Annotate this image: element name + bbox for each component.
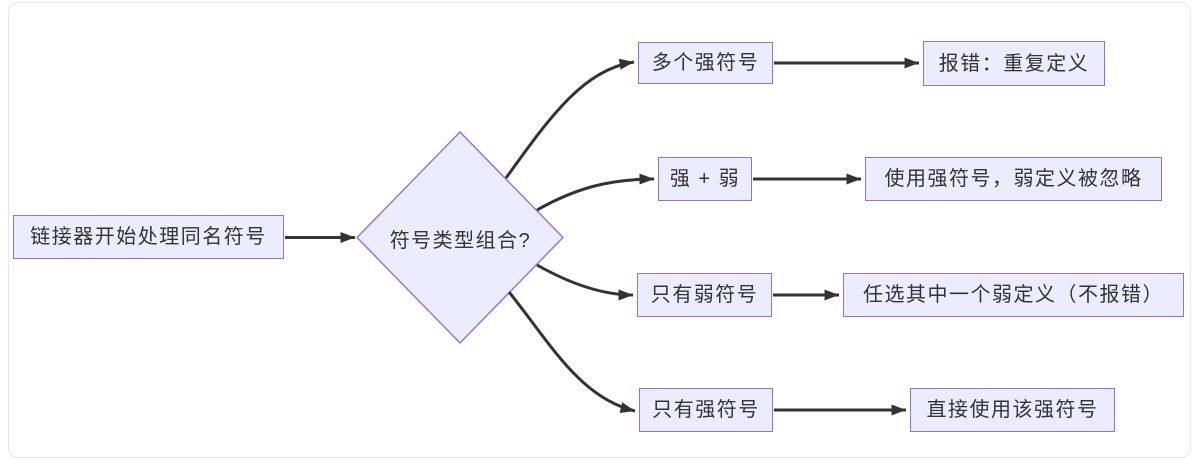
node-result-direct-use: 直接使用该强符号 <box>910 388 1115 432</box>
node-result-use-strong-label: 使用强符号，弱定义被忽略 <box>884 168 1143 190</box>
decision-diamond-shape <box>356 130 564 345</box>
node-case-multi-strong: 多个强符号 <box>638 42 773 84</box>
edge-decision-to-case-multi-strong <box>504 58 635 179</box>
node-result-use-strong: 使用强符号，弱定义被忽略 <box>865 157 1162 201</box>
node-start-label: 链接器开始处理同名符号 <box>30 226 267 248</box>
node-case-multi-strong-label: 多个强符号 <box>651 52 760 74</box>
node-decision: 符号类型组合? <box>358 231 563 251</box>
node-case-strong-weak-label: 强 + 弱 <box>669 168 741 190</box>
node-result-duplicate-error: 报错：重复定义 <box>923 41 1105 86</box>
node-case-only-weak: 只有弱符号 <box>637 273 772 317</box>
edge-decision-to-case-only-weak <box>536 263 634 301</box>
node-case-only-weak-label: 只有弱符号 <box>650 284 759 306</box>
node-case-only-strong-label: 只有强符号 <box>652 399 760 421</box>
node-decision-label: 符号类型组合? <box>389 230 532 252</box>
node-case-only-strong: 只有强符号 <box>639 388 773 432</box>
node-result-pick-weak-label: 任选其中一个弱定义（不报错） <box>863 284 1164 306</box>
node-start: 链接器开始处理同名符号 <box>13 215 284 259</box>
node-result-direct-use-label: 直接使用该强符号 <box>926 399 1099 421</box>
edge-decision-to-case-strong-weak <box>536 173 655 212</box>
node-case-strong-weak: 强 + 弱 <box>658 157 752 201</box>
edge-decision-to-case-only-strong <box>507 291 636 414</box>
node-result-duplicate-error-label: 报错：重复定义 <box>938 52 1090 75</box>
node-result-pick-weak: 任选其中一个弱定义（不报错） <box>843 273 1184 317</box>
